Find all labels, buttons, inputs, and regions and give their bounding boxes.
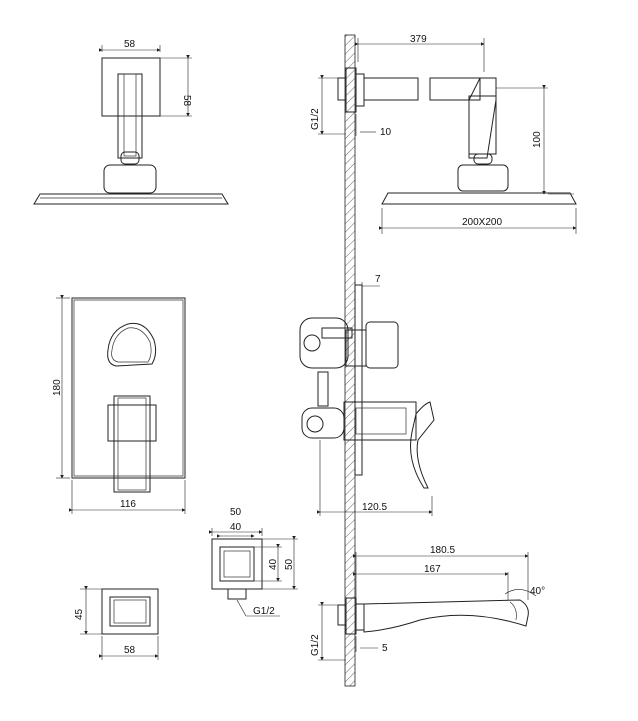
dim-head-size: 200X200	[462, 217, 502, 228]
dim-outlet-inner-height: 40	[268, 558, 279, 570]
spout-side-view	[318, 552, 537, 661]
dim-head-top-height: 58	[181, 95, 192, 107]
dim-spout-length: 167	[424, 564, 441, 575]
dim-spout-thread: G1/2	[310, 634, 321, 656]
dim-head-top-width: 58	[124, 39, 136, 50]
dim-plate-height: 180	[52, 379, 63, 396]
dim-arm-drop: 100	[532, 131, 543, 148]
mixer-plate-front-view	[56, 295, 186, 514]
shower-head-front-view	[33, 45, 229, 205]
dim-spout-plate-height: 45	[74, 608, 85, 620]
dim-spout-wall-offset: 5	[382, 643, 388, 654]
spout-plate-front-view	[80, 586, 159, 660]
dim-wall-offset: 10	[380, 127, 392, 138]
dim-outlet-thread: G1/2	[253, 606, 275, 617]
mixer-valve-side-view	[299, 282, 435, 516]
dim-spout-angle: 40°	[530, 586, 545, 597]
dim-arm-length: 379	[410, 34, 427, 45]
dim-spout-length-total: 180.5	[430, 545, 455, 556]
dim-outlet-outer-height: 50	[284, 558, 295, 570]
shower-arm-side-view	[318, 38, 577, 234]
outlet-elbow-view	[209, 528, 298, 617]
dim-plate-width: 116	[120, 499, 136, 510]
dim-spout-plate-width: 58	[124, 645, 136, 656]
dim-outlet-outer-width: 50	[230, 507, 242, 518]
dim-arm-thread: G1/2	[310, 108, 321, 130]
dim-outlet-inner-width: 40	[230, 522, 242, 533]
dim-plate-depth: 7	[375, 274, 381, 285]
dim-valve-depth: 120.5	[362, 502, 387, 513]
